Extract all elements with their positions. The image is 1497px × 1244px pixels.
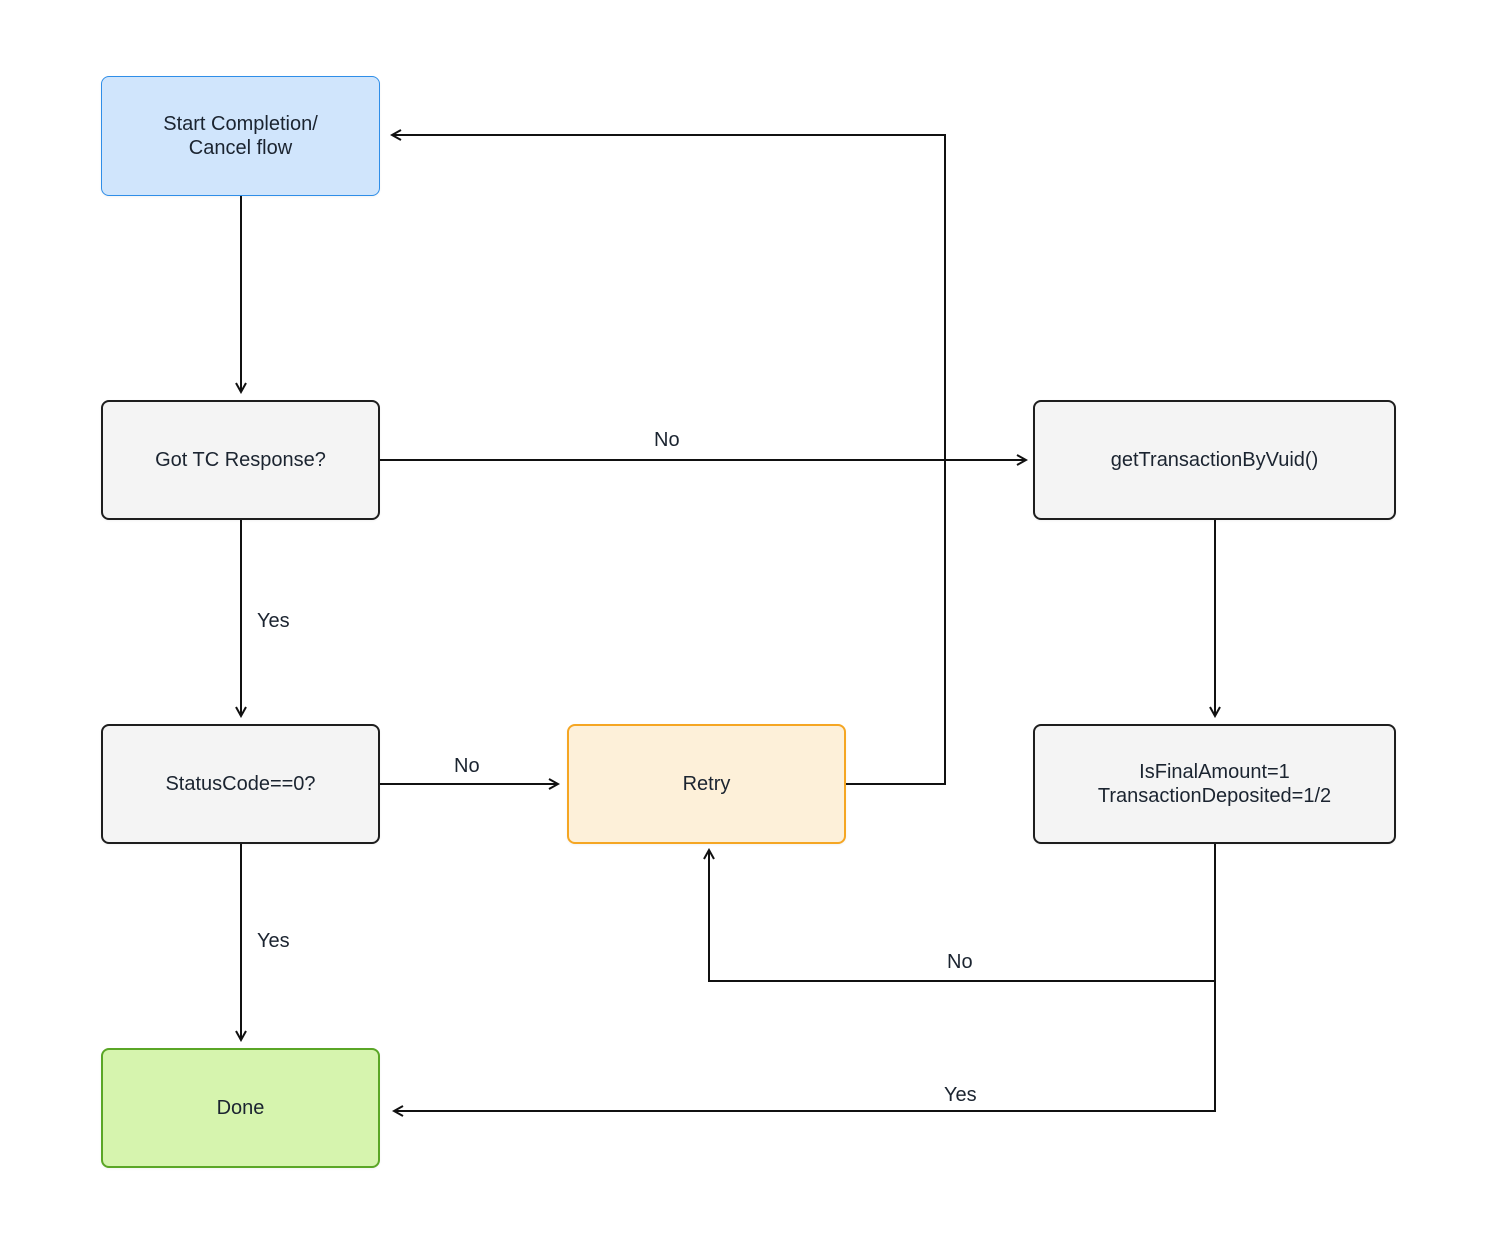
done-node: Done [101,1048,380,1168]
retry-label: Retry [682,773,731,795]
get-transaction-node: getTransactionByVuid() [1033,400,1396,520]
status-code-label: StatusCode==0? [165,773,316,795]
status-no-label: No [454,755,480,777]
done-label: Done [216,1097,265,1119]
status-code-node: StatusCode==0? [101,724,380,844]
status-yes-label: Yes [257,930,290,952]
got-tc-response-node: Got TC Response? [101,400,380,520]
start-flow-label: Start Completion/ Cancel flow [163,113,318,159]
get-transaction-label: getTransactionByVuid() [1110,449,1319,471]
edge-final-no [709,844,1216,982]
start-flow-node: Start Completion/ Cancel flow [101,76,380,196]
final-yes-label: Yes [944,1084,977,1106]
got-tc-response-label: Got TC Response? [155,449,326,471]
final-no-label: No [947,951,973,973]
edge-retry-to-start [392,135,946,785]
is-final-amount-node: IsFinalAmount=1 TransactionDeposited=1/2 [1033,724,1396,844]
tc-no-label: No [654,429,680,451]
retry-node: Retry [567,724,846,844]
is-final-amount-label: IsFinalAmount=1 TransactionDeposited=1/2 [1097,761,1332,807]
edge-final-yes [394,981,1216,1111]
tc-yes-label: Yes [257,610,290,632]
